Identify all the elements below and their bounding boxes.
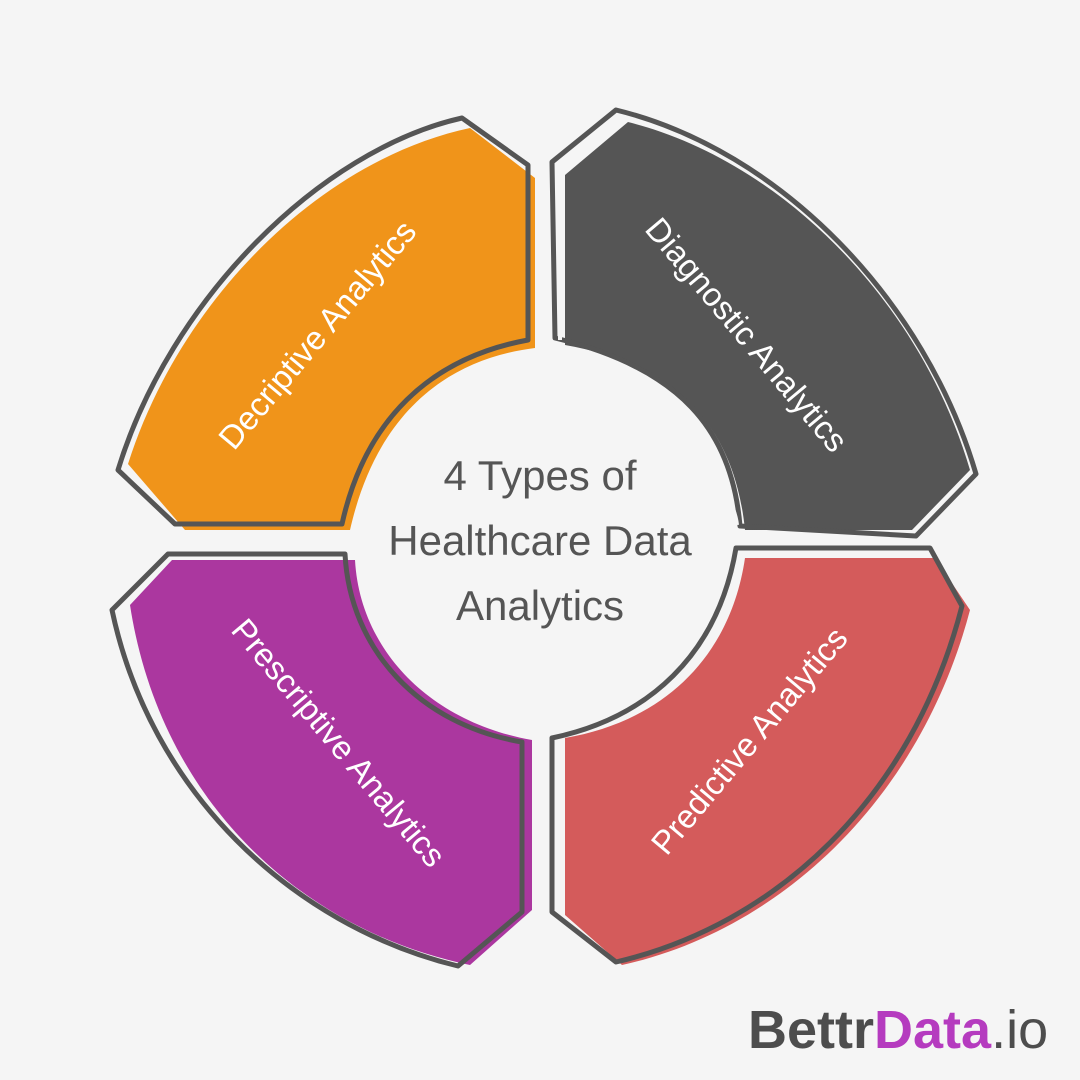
center-title-line-2: Healthcare Data bbox=[388, 517, 692, 564]
segment-diagnostic-outline bbox=[549, 107, 979, 539]
center-title-line-1: 4 Types of bbox=[443, 452, 636, 499]
segment-prescriptive-outline bbox=[109, 551, 525, 969]
center-title-line-3: Analytics bbox=[456, 582, 624, 629]
brand-logo-part-1: Bettr bbox=[748, 1000, 875, 1060]
segment-predictive: Predictive Analytics bbox=[549, 545, 970, 965]
segment-descriptive-fill bbox=[128, 128, 535, 530]
brand-logo-part-2: Data bbox=[874, 1000, 992, 1060]
segment-diagnostic-highlight bbox=[558, 175, 739, 526]
segment-predictive-outline bbox=[549, 545, 965, 965]
segment-prescriptive-fill bbox=[130, 560, 532, 965]
segment-descriptive: Decriptive Analytics bbox=[115, 115, 535, 530]
segment-predictive-fill bbox=[565, 558, 970, 965]
brand-logo: BettrData.io bbox=[748, 1000, 1048, 1060]
center-title: 4 Types of Healthcare Data Analytics bbox=[388, 452, 692, 629]
segment-descriptive-outline bbox=[115, 115, 531, 527]
brand-logo-part-3: .io bbox=[991, 1000, 1049, 1060]
segment-diagnostic-fill bbox=[565, 122, 970, 530]
